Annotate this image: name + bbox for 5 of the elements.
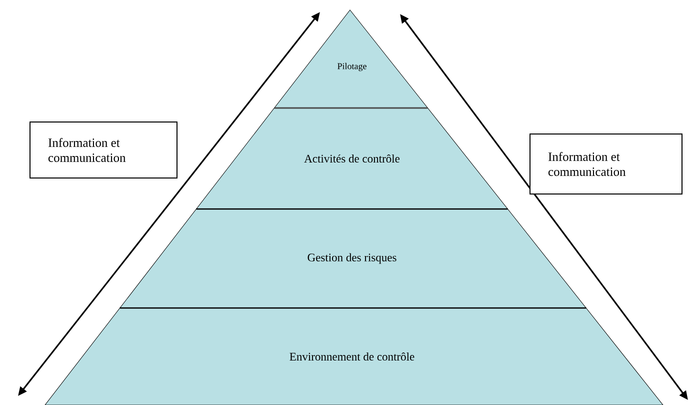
pyramid-band: Pilotage (274, 10, 428, 108)
pyramid-band: Gestion des risques (120, 208, 586, 308)
pyramid-band: Environnement de contrôle (44, 308, 664, 405)
text-box: Information et communication (530, 134, 682, 194)
text-box: Information et communication (30, 122, 178, 178)
